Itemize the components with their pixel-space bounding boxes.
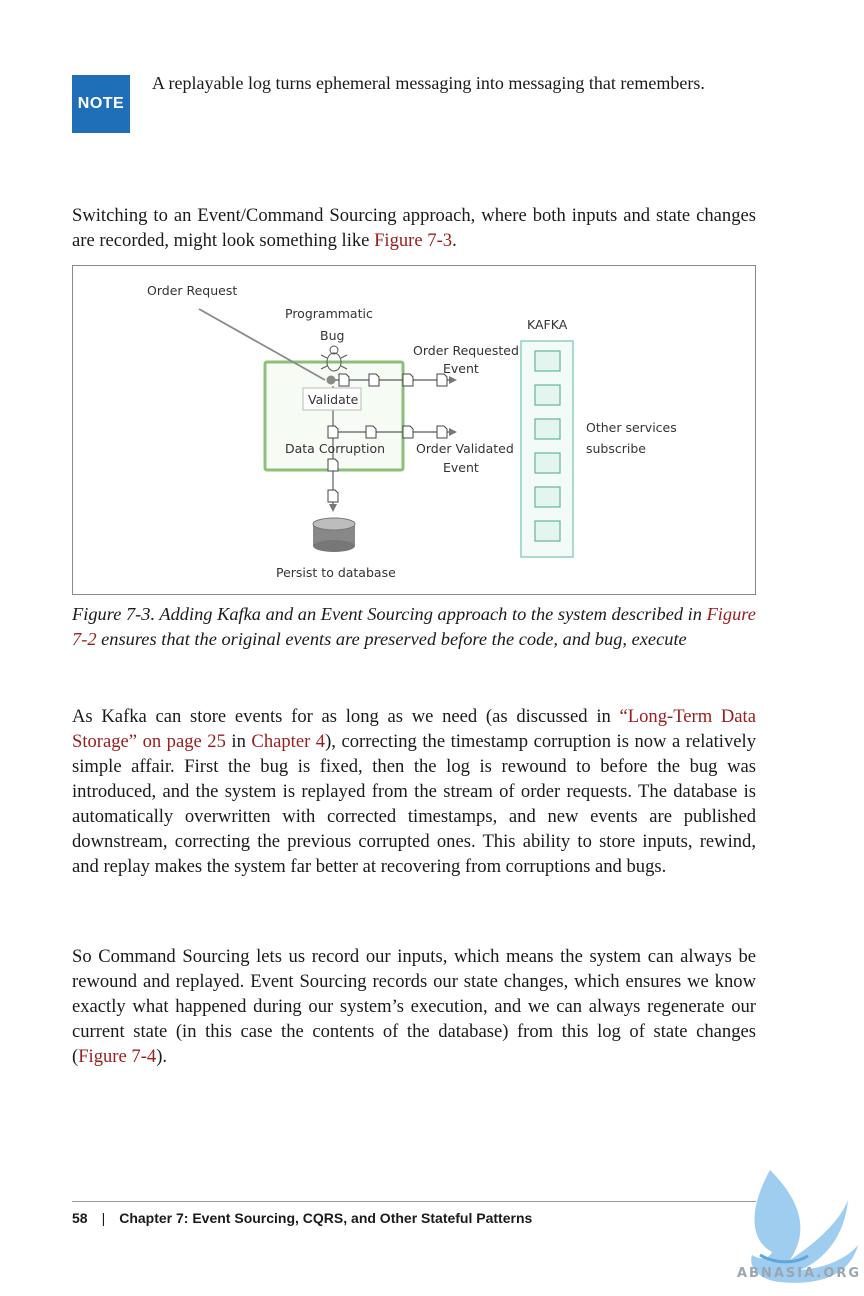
other-services-label: Other services	[586, 420, 677, 435]
order-request-arrow	[198, 308, 326, 381]
subscribe-label: subscribe	[586, 441, 646, 456]
bug-label: Bug	[320, 328, 344, 343]
figure-7-3: Order Request Programmatic Bug KAFKA Ord…	[72, 265, 756, 595]
figure-7-4-link[interactable]: Figure 7-4	[78, 1046, 157, 1067]
watermark-logo-icon	[751, 1170, 858, 1283]
corrupt-doc-icon	[327, 489, 339, 503]
event-doc-icon	[338, 373, 350, 387]
kafka-slot	[534, 350, 561, 372]
arrowhead	[449, 428, 457, 436]
corrupt-doc-icon	[436, 425, 448, 439]
validate-label: Validate	[308, 392, 359, 407]
corrupt-doc-icon	[365, 425, 377, 439]
data-corruption-label: Data Corruption	[285, 441, 385, 456]
figure-7-3-link[interactable]: Figure 7-3	[374, 230, 453, 251]
order-requested-label: Order Requested	[413, 343, 519, 358]
page-footer: 58 | Chapter 7: Event Sourcing, CQRS, and …	[72, 1210, 532, 1226]
paragraph-text: ), correcting the timestamp corruption i…	[72, 731, 756, 877]
paragraph-intro: Switching to an Event/Command Sourcing a…	[72, 203, 756, 253]
paragraph-text: Switching to an Event/Command Sourcing a…	[72, 205, 756, 251]
arrowhead	[329, 504, 337, 512]
kafka-slot	[534, 486, 561, 508]
caption-text: Figure 7-3. Adding Kafka and an Event So…	[72, 604, 707, 624]
entry-dot	[326, 375, 336, 385]
event-doc-icon	[436, 373, 448, 387]
event-doc-icon	[402, 373, 414, 387]
paragraph-text: ).	[156, 1046, 168, 1067]
kafka-slot	[534, 418, 561, 440]
figure-diagram: Order Request Programmatic Bug KAFKA Ord…	[147, 283, 677, 580]
kafka-slot	[534, 520, 561, 542]
long-term-storage-link[interactable]: “Long-Term Data Storage” on page 25	[72, 706, 756, 752]
footer-separator: |	[101, 1210, 106, 1226]
event-doc-icon	[327, 425, 339, 439]
chapter-title: Chapter 7: Event Sourcing, CQRS, and Oth…	[119, 1210, 533, 1226]
persist-label: Persist to database	[276, 565, 396, 580]
paragraph-text: .	[452, 230, 457, 251]
watermark-text: ABNASIA.ORG	[737, 1266, 862, 1281]
chapter-4-link[interactable]: Chapter 4	[251, 731, 326, 752]
order-validated-label: Order Validated	[416, 441, 514, 456]
kafka-label: KAFKA	[527, 317, 568, 332]
event-label-1: Event	[443, 361, 479, 376]
event-doc-icon	[368, 373, 380, 387]
page-number: 58	[72, 1210, 88, 1226]
corrupt-doc-icon	[402, 425, 414, 439]
kafka-slot	[534, 384, 561, 406]
programmatic-label: Programmatic	[285, 306, 373, 321]
database-icon	[312, 517, 356, 552]
footer-divider	[72, 1201, 756, 1202]
paragraph-command-sourcing: So Command Sourcing lets us record our i…	[72, 944, 756, 1069]
order-request-label: Order Request	[147, 283, 237, 298]
corrupt-doc-icon	[327, 458, 339, 472]
validate-box	[302, 387, 362, 411]
figure-7-2-link[interactable]: Figure 7-2	[72, 604, 756, 649]
caption-text: ensures that the original events are pre…	[96, 629, 687, 649]
paragraph-kafka-storage: As Kafka can store events for as long as…	[72, 704, 756, 879]
event-label-2: Event	[443, 460, 479, 475]
note-badge: NOTE	[72, 75, 130, 133]
arrowhead	[449, 376, 457, 384]
paragraph-text: So Command Sourcing lets us record our i…	[72, 946, 756, 1067]
note-text: A replayable log turns ephemeral messagi…	[152, 73, 705, 93]
paragraph-text: in	[225, 731, 252, 752]
bug-icon	[320, 345, 348, 372]
paragraph-text: As Kafka can store events for as long as…	[72, 706, 620, 727]
figure-caption: Figure 7-3. Adding Kafka and an Event So…	[72, 602, 756, 652]
kafka-slot	[534, 452, 561, 474]
